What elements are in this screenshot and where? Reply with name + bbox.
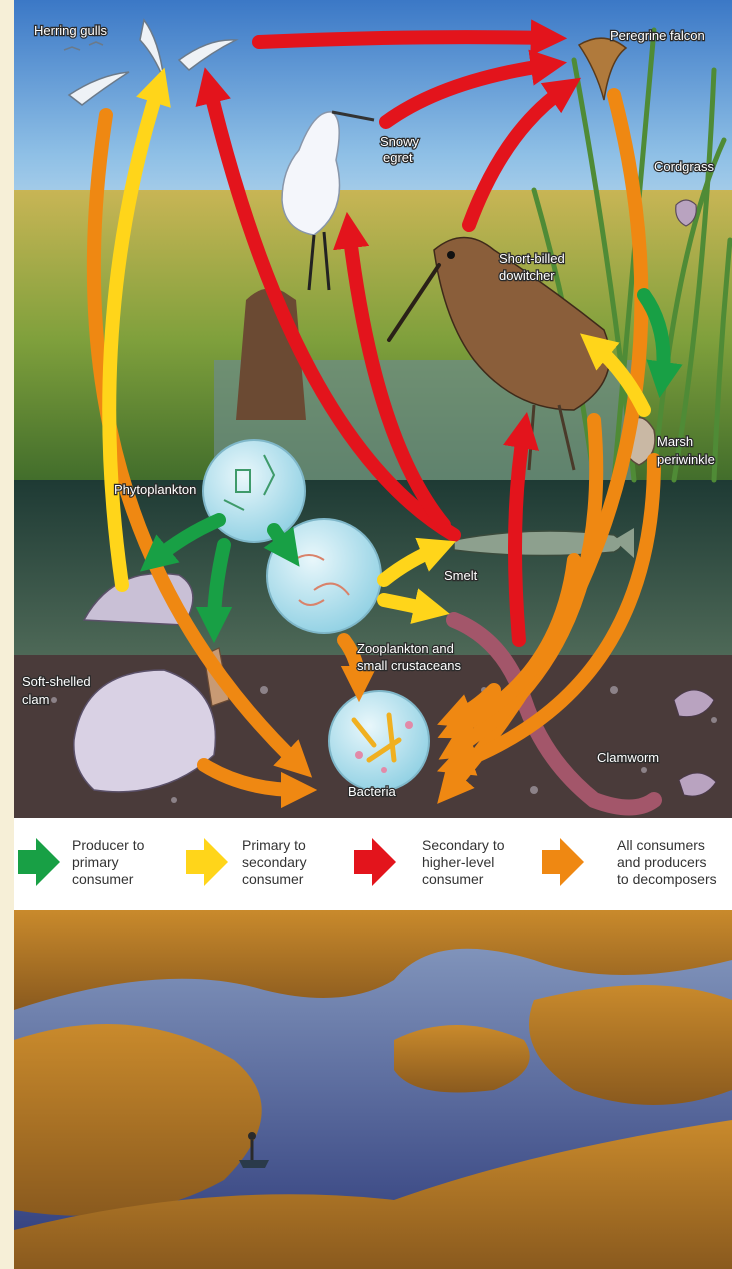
salt-marsh-photo — [14, 910, 732, 1269]
label-dowitcher-line2: dowitcher — [499, 268, 555, 283]
legend-primary-line3: consumer — [242, 871, 304, 887]
food-web-illustration: Herring gulls Peregrine falcon Snowy egr… — [14, 0, 732, 1269]
legend-secondary-line3: consumer — [422, 871, 484, 887]
legend-decomposers-line1: All consumers — [617, 837, 705, 853]
legend-primary-line1: Primary to — [242, 837, 306, 853]
legend-item-secondary: Secondary to higher-level consumer — [354, 837, 505, 887]
label-marsh-periwinkle-line2: periwinkle — [657, 452, 715, 467]
label-dowitcher-line1: Short-billed — [499, 251, 565, 266]
red-arrow-gulls-falcon — [259, 37, 549, 42]
label-zooplankton-line1: Zooplankton and — [357, 641, 454, 656]
legend-decomposers-line3: to decomposers — [617, 871, 717, 887]
label-phytoplankton: Phytoplankton — [114, 482, 196, 497]
label-herring-gulls: Herring gulls — [34, 23, 107, 38]
label-soft-shelled-clam-line1: Soft-shelled — [22, 674, 91, 689]
label-cordgrass: Cordgrass — [654, 159, 714, 174]
legend-secondary-line1: Secondary to — [422, 837, 505, 853]
label-zooplankton-line2: small crustaceans — [357, 658, 462, 673]
legend-secondary-line2: higher-level — [422, 854, 494, 870]
yellow-arrow-zoo-down — [384, 600, 432, 610]
bacteria-bubble — [329, 691, 429, 791]
legend-item-primary: Primary to secondary consumer — [186, 837, 307, 887]
label-clamworm: Clamworm — [597, 750, 659, 765]
label-soft-shelled-clam-line2: clam — [22, 692, 49, 707]
label-marsh-periwinkle-line1: Marsh — [657, 434, 693, 449]
legend-decomposers-line2: and producers — [617, 854, 707, 870]
legend-primary-line2: secondary — [242, 854, 307, 870]
label-smelt: Smelt — [444, 568, 478, 583]
legend-producer-line2: primary — [72, 854, 119, 870]
label-snowy-egret-line1: Snowy — [380, 134, 420, 149]
label-bacteria: Bacteria — [348, 784, 396, 799]
legend-producer-line1: Producer to — [72, 837, 145, 853]
label-snowy-egret-line2: egret — [383, 150, 413, 165]
legend-producer-line3: consumer — [72, 871, 134, 887]
label-peregrine-falcon: Peregrine falcon — [610, 28, 705, 43]
